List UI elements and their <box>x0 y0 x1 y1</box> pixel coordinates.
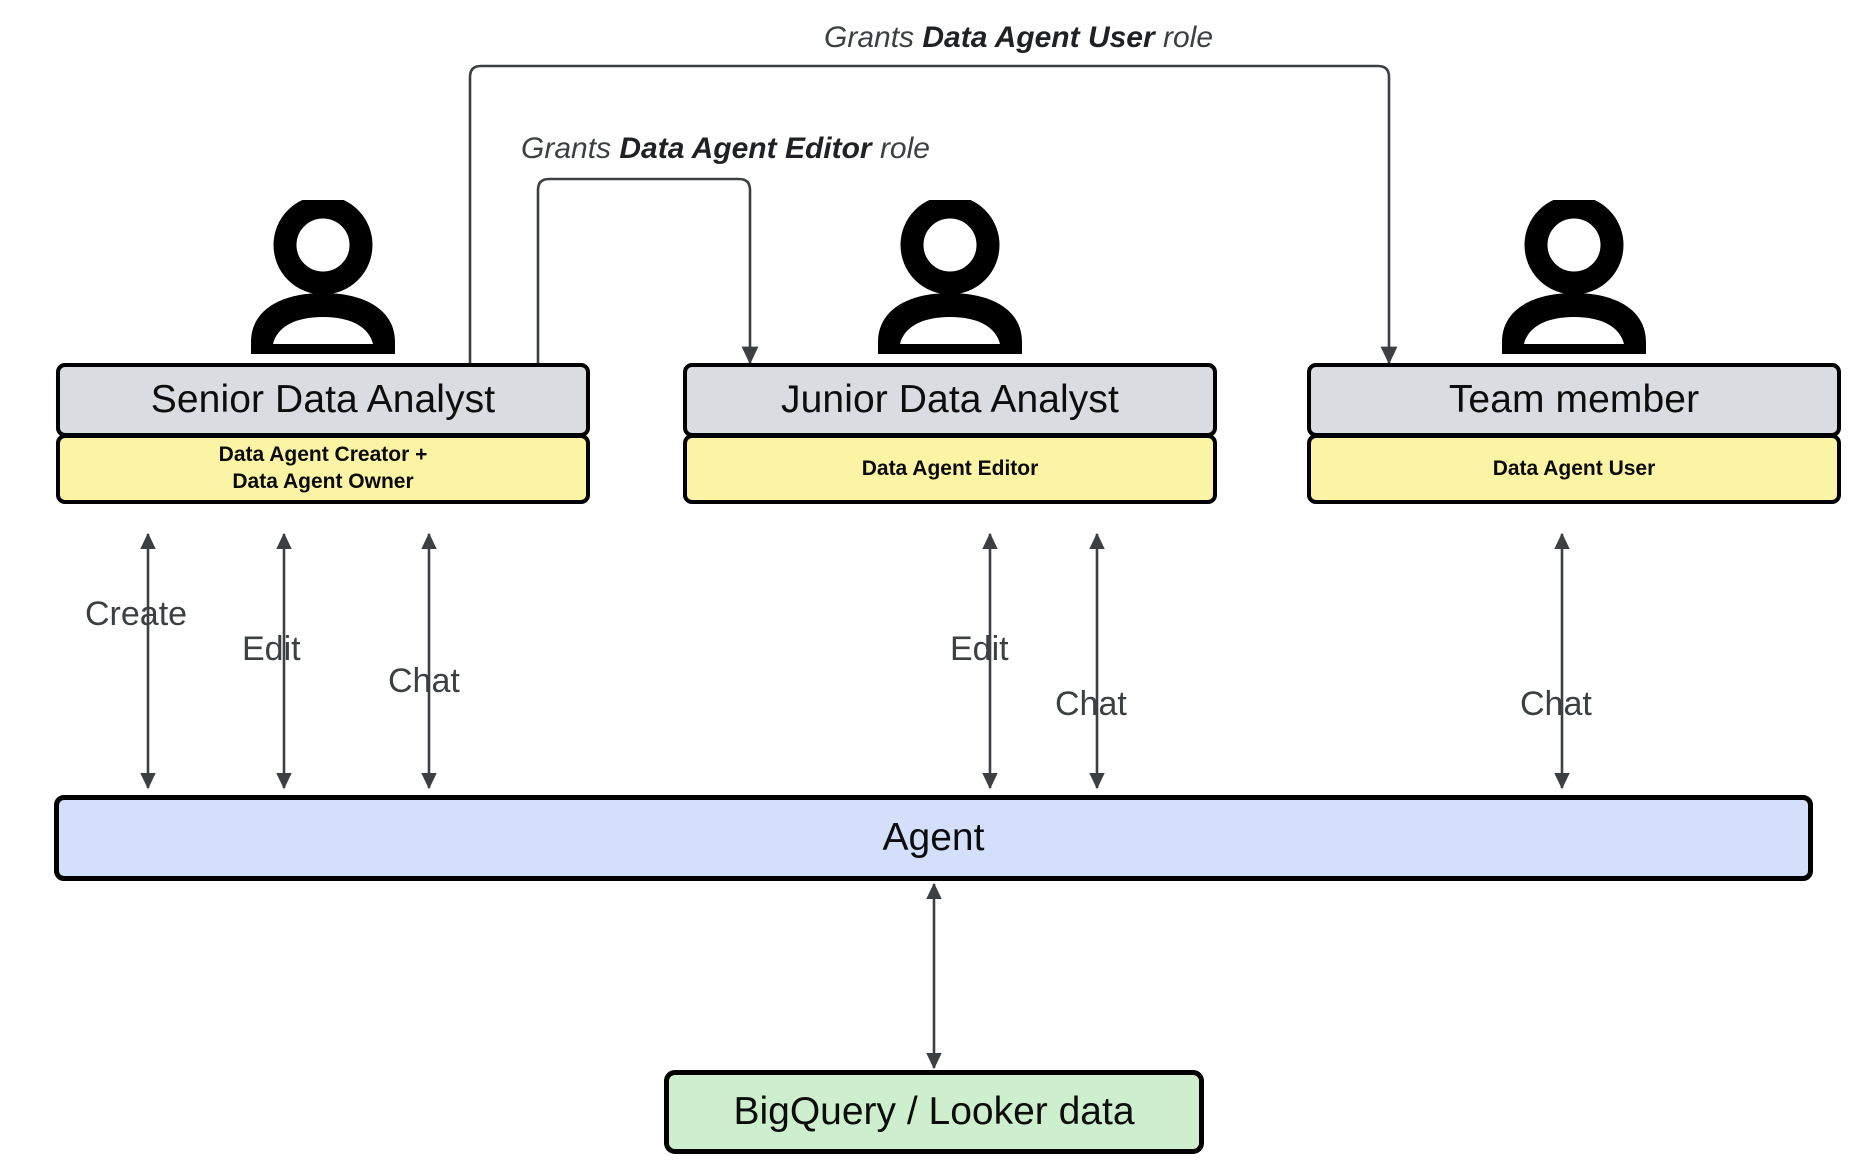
person-icon <box>243 195 403 360</box>
data-source-label: BigQuery / Looker data <box>733 1090 1135 1133</box>
edge-label-junior-edit: Edit <box>950 630 1009 668</box>
edge-label-team-chat: Chat <box>1520 685 1592 723</box>
grant-label-user-role: Data Agent User <box>922 21 1155 54</box>
edge-label-senior-chat: Chat <box>388 662 460 700</box>
grant-label-editor-prefix: Grants <box>521 132 620 165</box>
persona-team-role-line-1: Data Agent User <box>1492 456 1656 480</box>
grant-label-user-suffix: role <box>1154 21 1214 54</box>
persona-junior-data-analyst: Junior Data Analyst Data Agent Editor <box>683 195 1217 532</box>
person-icon <box>870 195 1030 360</box>
grant-label-user: Grants Data Agent User role <box>824 21 1213 55</box>
persona-junior-title-box[interactable]: Junior Data Analyst <box>683 363 1217 437</box>
edge-label-senior-create: Create <box>85 595 188 633</box>
persona-senior-role-line-2: Data Agent Owner <box>232 470 414 493</box>
person-icon <box>1494 195 1654 360</box>
grant-label-editor-role: Data Agent Editor <box>619 132 872 165</box>
persona-junior-role-line-1: Data Agent Editor <box>861 456 1039 480</box>
persona-senior-title-box[interactable]: Senior Data Analyst <box>56 363 590 437</box>
persona-team-role-box[interactable]: Data Agent User <box>1307 434 1841 504</box>
agent-label: Agent <box>882 816 985 859</box>
grant-label-user-prefix: Grants <box>824 21 923 54</box>
persona-senior-role-line-1: Data Agent Creator + <box>218 443 428 467</box>
persona-junior-role-box[interactable]: Data Agent Editor <box>683 434 1217 504</box>
grant-label-editor: Grants Data Agent Editor role <box>521 132 930 166</box>
data-source-box[interactable]: BigQuery / Looker data <box>664 1070 1204 1154</box>
agent-bar[interactable]: Agent <box>54 795 1813 881</box>
persona-junior-title: Junior Data Analyst <box>781 378 1119 421</box>
persona-team-title-box[interactable]: Team member <box>1307 363 1841 437</box>
persona-senior-role-box[interactable]: Data Agent Creator + Data Agent Owner <box>56 434 590 504</box>
persona-senior-title: Senior Data Analyst <box>150 378 496 421</box>
edge-label-senior-edit: Edit <box>242 630 301 668</box>
grant-label-editor-suffix: role <box>871 132 930 165</box>
edge-label-junior-chat: Chat <box>1055 685 1127 723</box>
persona-team-member: Team member Data Agent User <box>1307 195 1841 532</box>
persona-team-title: Team member <box>1448 378 1700 421</box>
persona-senior-data-analyst: Senior Data Analyst Data Agent Creator +… <box>56 195 590 532</box>
